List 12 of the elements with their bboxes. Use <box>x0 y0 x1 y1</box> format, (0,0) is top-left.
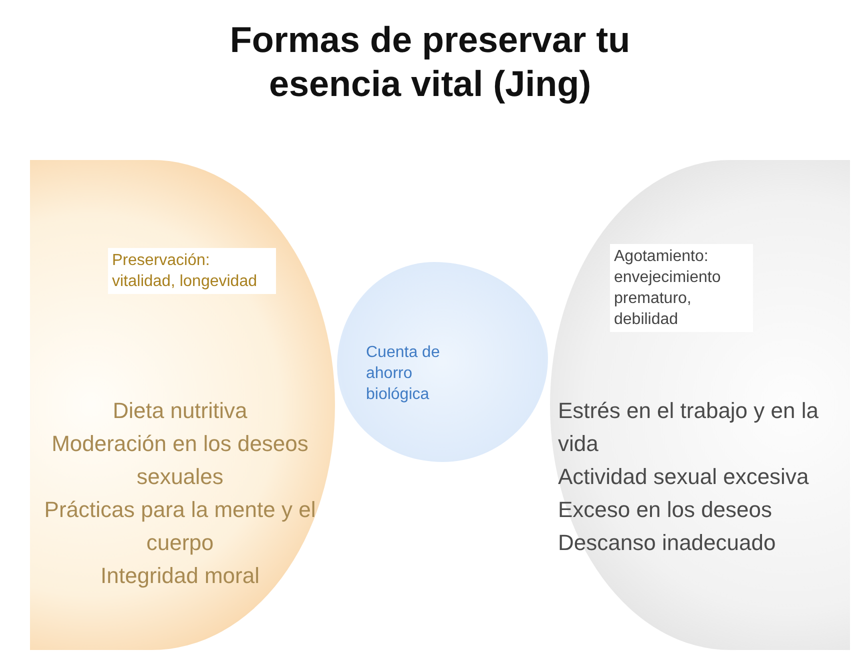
list-item: Estrés en el trabajo y en la vida <box>558 397 820 458</box>
list-item: Integridad moral <box>100 562 260 590</box>
list-item: Moderación en los deseos sexuales <box>50 430 310 491</box>
heading-text: Agotamiento: envejecimiento prematuro, debilidad <box>610 244 753 332</box>
heading-text: Preservación: vitalidad, longevidad <box>108 248 276 294</box>
title: Formas de preservar tu esencia vital (Jing) <box>228 18 632 106</box>
list-item: Descanso inadecuado <box>558 529 777 557</box>
list-item: Dieta nutritiva <box>112 397 248 425</box>
heading-text: Cuenta de ahorro biológica <box>365 343 441 405</box>
list-item: Actividad sexual excesiva <box>558 463 810 491</box>
list-item: Exceso en los deseos <box>558 496 774 524</box>
list-item: Prácticas para la mente y el cuerpo <box>43 496 317 557</box>
